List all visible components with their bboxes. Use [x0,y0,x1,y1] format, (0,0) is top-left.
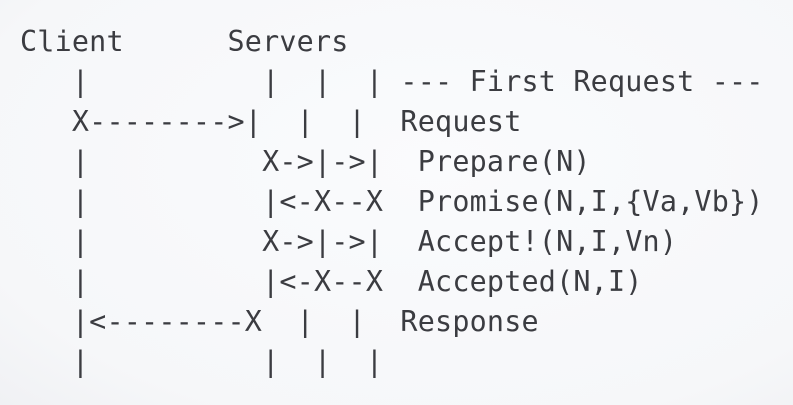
diagram-response-row: |<--------X | | Response [20,305,539,338]
diagram-accepted-row: | |<-X--X Accepted(N,I) [20,265,643,298]
diagram-request-row: X-------->| | | Request [20,105,522,138]
diagram-accept-row: | X->|->| Accept!(N,I,Vn) [20,225,678,258]
diagram-section-label-row: | | | | --- First Request --- [20,65,764,98]
diagram-promise-row: | |<-X--X Promise(N,I,{Va,Vb}) [20,185,764,218]
diagram-prepare-row: | X->|->| Prepare(N) [20,145,591,178]
diagram-lifelines-footer-row: | | | | [20,345,384,378]
diagram-header-row: Client Servers [20,25,349,58]
ascii-art-block: Client Servers | | | | --- First Request… [20,25,764,378]
